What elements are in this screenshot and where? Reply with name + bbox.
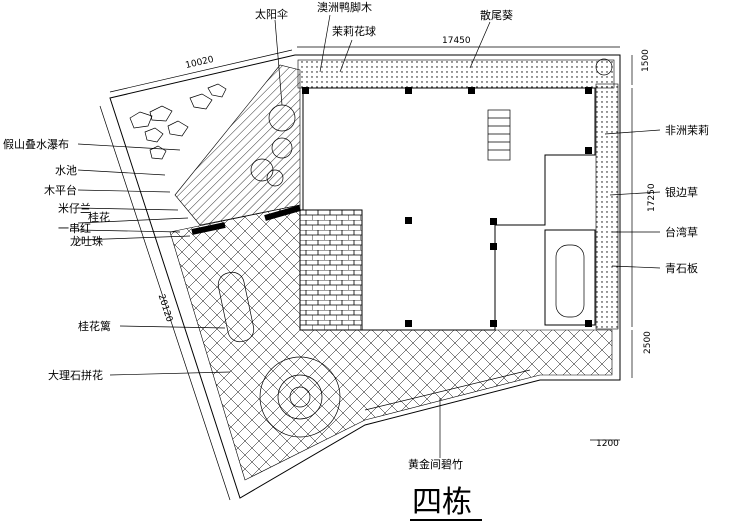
- label-salvia: 一串红: [58, 222, 91, 235]
- label-aglaia: 米仔兰: [58, 202, 91, 215]
- label-pond: 水池: [55, 164, 77, 177]
- label-african-jasmine: 非洲茉莉: [665, 123, 709, 137]
- label-bluestone-slab: 青石板: [665, 261, 698, 275]
- label-border-grass: 银边草: [665, 185, 698, 199]
- label-sun-umbrella: 太阳伞: [255, 7, 288, 21]
- dim-right-mid: 17250: [647, 183, 657, 212]
- site-boundary: [109, 54, 621, 499]
- label-jasmine-ball: 茉莉花球: [332, 24, 376, 38]
- label-golden-bamboo: 黄金间碧竹: [408, 457, 463, 471]
- dim-top: 17450: [442, 36, 471, 46]
- car-right: [555, 244, 585, 318]
- boundary-bar: [191, 205, 301, 235]
- dim-right-bottom: 2500: [643, 331, 653, 354]
- shrub-band-top: [297, 59, 615, 89]
- bamboo-band: [364, 369, 531, 411]
- paving-area: [169, 204, 613, 481]
- dim-right-top: 1500: [641, 49, 651, 72]
- rockery-stones: [129, 83, 227, 160]
- dim-bottom-right: 1200: [596, 439, 619, 449]
- marble-mosaic-circle: [259, 356, 341, 438]
- label-wood-deck: 木平台: [44, 183, 77, 197]
- label-osmanthus: 桂花: [88, 210, 110, 224]
- drawing-title: 四栋: [412, 485, 472, 520]
- label-rockery-waterfall: 假山叠水瀑布: [3, 137, 69, 151]
- garage: [544, 229, 596, 326]
- dim-left-diag: 20120: [156, 293, 174, 324]
- label-taiwan-grass: 台湾草: [665, 225, 698, 239]
- label-dragon-pearl: 龙吐珠: [70, 234, 103, 248]
- car-left: [217, 271, 255, 343]
- label-marble-mosaic: 大理石拼花: [48, 368, 103, 382]
- label-australian-duckfoot: 澳洲鸭脚木: [317, 0, 372, 14]
- shrub-band-right: [595, 83, 619, 330]
- wood-deck-area: [174, 64, 301, 226]
- columns: [302, 87, 592, 327]
- label-sago-palm: 散尾葵: [480, 8, 513, 22]
- leader-lines: [77, 14, 661, 458]
- dimension-lines: [99, 46, 633, 501]
- label-osmanthus-hedge: 桂花篱: [78, 319, 111, 333]
- brick-wall: [299, 209, 363, 331]
- staircase: [487, 109, 511, 161]
